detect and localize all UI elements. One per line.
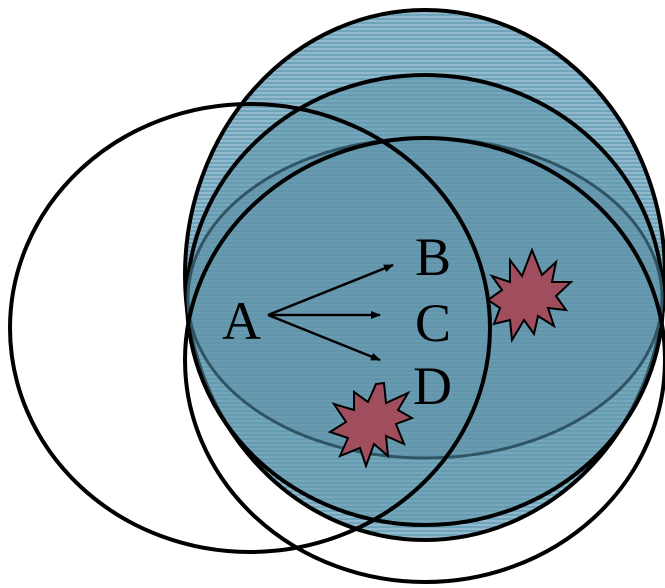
- left-ellipse: [8, 102, 492, 554]
- arrow-a-to-d: [267, 313, 381, 362]
- label-b: B: [415, 227, 451, 287]
- label-c: C: [415, 293, 451, 353]
- burst-icon: [486, 247, 574, 344]
- label-a: A: [222, 291, 261, 351]
- burst-icon: [327, 381, 415, 470]
- lower-ellipse: [183, 136, 665, 584]
- label-d: D: [413, 356, 452, 416]
- arrow-a-to-b: [267, 263, 394, 317]
